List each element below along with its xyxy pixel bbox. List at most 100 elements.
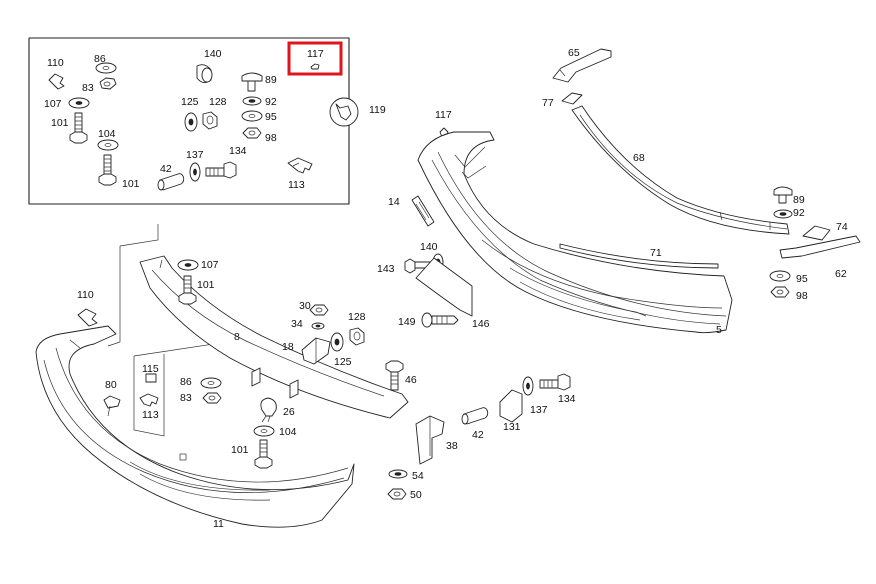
- part-134-rear-bolt[interactable]: [539, 373, 571, 391]
- part-104-rear-washer[interactable]: [253, 425, 275, 437]
- part-68-strip[interactable]: [571, 105, 790, 235]
- part-11-rear-bumper[interactable]: [35, 325, 355, 528]
- part-86-rear-washer[interactable]: [200, 377, 222, 389]
- part-119-tool[interactable]: [329, 97, 359, 127]
- part-83-rear-nut[interactable]: [202, 392, 222, 404]
- part-34-washer[interactable]: [311, 322, 325, 330]
- callout-128: 128: [209, 96, 227, 108]
- callout-131: 131: [503, 421, 521, 433]
- part-89-right-screw[interactable]: [773, 186, 793, 204]
- part-128-rear-nut[interactable]: [349, 327, 365, 346]
- part-101-bolt[interactable]: [69, 112, 88, 144]
- part-18-bracket[interactable]: [301, 337, 331, 365]
- callout-143: 143: [377, 263, 395, 275]
- part-71-trim[interactable]: [559, 243, 719, 269]
- part-26-screw[interactable]: [260, 397, 277, 423]
- callout-98-right: 98: [796, 290, 808, 302]
- callout-95: 95: [265, 111, 277, 123]
- callout-117-front: 117: [435, 109, 452, 121]
- part-86-washer[interactable]: [95, 62, 117, 74]
- part-65-bracket[interactable]: [552, 48, 612, 83]
- callout-107-rear: 107: [201, 259, 219, 271]
- part-77-clip[interactable]: [561, 92, 583, 105]
- callout-101b: 101: [122, 178, 140, 190]
- callout-5: 5: [716, 324, 722, 336]
- part-62-strip[interactable]: [779, 235, 861, 259]
- callout-137: 137: [186, 149, 204, 161]
- callout-50: 50: [410, 489, 422, 501]
- callout-46: 46: [405, 374, 417, 386]
- callout-92: 92: [265, 96, 277, 108]
- callout-labels: 110 86 83 107 101 104 101 140 125 128 89…: [44, 47, 848, 530]
- part-128-nut[interactable]: [202, 111, 218, 130]
- callout-68: 68: [633, 152, 645, 164]
- part-115-clip[interactable]: [145, 373, 157, 383]
- part-54-washer[interactable]: [388, 469, 408, 479]
- part-110-clip[interactable]: [48, 73, 65, 90]
- part-83-nut[interactable]: [99, 77, 117, 90]
- callout-89: 89: [265, 74, 277, 86]
- part-137-washer[interactable]: [189, 162, 201, 182]
- highlight-box-117: [287, 41, 343, 76]
- callout-80: 80: [105, 379, 117, 391]
- callout-86: 86: [94, 53, 106, 65]
- part-134-bolt[interactable]: [205, 161, 237, 179]
- callout-125: 125: [181, 96, 199, 108]
- part-95-washer[interactable]: [241, 110, 263, 122]
- part-74-cap[interactable]: [802, 225, 831, 241]
- part-101-rear-bolt[interactable]: [178, 275, 197, 305]
- callout-98: 98: [265, 132, 277, 144]
- part-146-plate[interactable]: [415, 257, 473, 317]
- callout-101: 101: [51, 117, 69, 129]
- part-38-bracket[interactable]: [415, 415, 445, 465]
- part-92-washer[interactable]: [242, 96, 262, 106]
- callout-14: 14: [388, 196, 400, 208]
- part-131-bracket[interactable]: [499, 389, 523, 423]
- callout-113-rear: 113: [142, 409, 159, 421]
- part-80-clip[interactable]: [103, 395, 121, 417]
- part-149-screw[interactable]: [421, 312, 459, 328]
- part-30-nut[interactable]: [309, 304, 329, 316]
- part-42-spacer[interactable]: [157, 173, 185, 191]
- part-92-right-washer[interactable]: [773, 209, 793, 219]
- callout-26: 26: [283, 406, 295, 418]
- callout-134: 134: [229, 145, 247, 157]
- callout-146: 146: [472, 318, 490, 330]
- part-107-rear-washer[interactable]: [177, 259, 199, 271]
- callout-38: 38: [446, 440, 458, 452]
- part-14-strip[interactable]: [411, 195, 435, 227]
- callout-92-right: 92: [793, 207, 805, 219]
- callout-83-rear: 83: [180, 392, 192, 404]
- part-137-rear-washer[interactable]: [522, 376, 534, 396]
- callout-140: 140: [204, 48, 222, 60]
- part-110-rear-clip[interactable]: [77, 308, 98, 327]
- part-95-right-washer[interactable]: [769, 270, 791, 282]
- callout-113: 113: [288, 179, 305, 191]
- part-125-rear-washer[interactable]: [330, 332, 344, 352]
- callout-107: 107: [44, 98, 62, 110]
- part-113-clip[interactable]: [287, 157, 313, 174]
- part-101b-bolt[interactable]: [98, 154, 117, 186]
- callout-128-rear: 128: [348, 311, 366, 323]
- part-8-reinforcement[interactable]: [139, 255, 409, 419]
- part-89-screw[interactable]: [241, 72, 263, 92]
- part-42-rear-spacer[interactable]: [461, 407, 489, 425]
- callout-42: 42: [160, 163, 172, 175]
- part-101-rear-bolt-b[interactable]: [254, 439, 273, 469]
- callout-71: 71: [650, 247, 662, 259]
- part-113-rear-clip[interactable]: [139, 393, 159, 407]
- part-50-nut[interactable]: [387, 488, 407, 500]
- part-104-washer[interactable]: [97, 139, 119, 151]
- part-117-clip[interactable]: [310, 63, 320, 70]
- part-107-washer[interactable]: [68, 97, 90, 109]
- callout-149: 149: [398, 316, 416, 328]
- callout-104-rear: 104: [279, 426, 297, 438]
- part-98-nut[interactable]: [242, 127, 262, 139]
- callout-42-rear: 42: [472, 429, 484, 441]
- part-98-right-nut[interactable]: [770, 286, 790, 298]
- part-5-front-bumper[interactable]: [417, 131, 733, 334]
- part-46-bolt[interactable]: [385, 360, 404, 391]
- callout-74: 74: [836, 221, 848, 233]
- part-125-washer[interactable]: [184, 112, 198, 132]
- part-140-bushing[interactable]: [196, 64, 213, 83]
